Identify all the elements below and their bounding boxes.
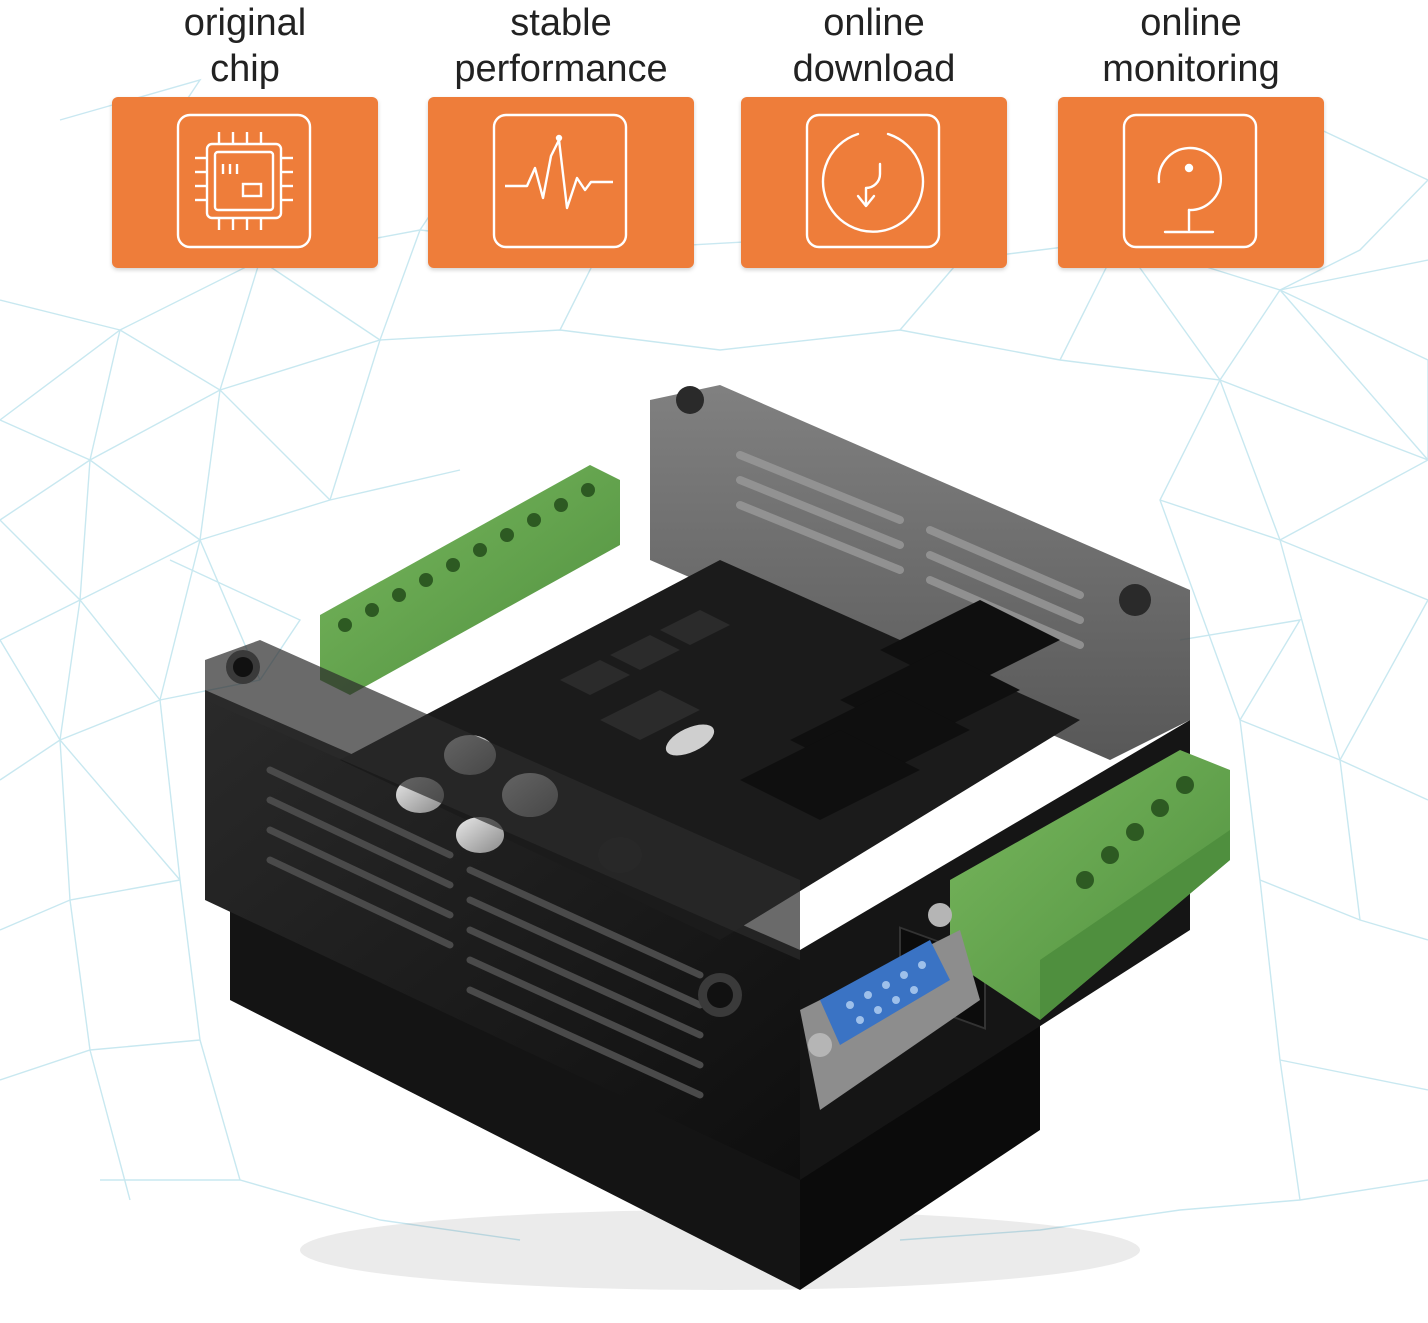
feature-online-monitoring: online monitoring bbox=[1058, 0, 1324, 268]
feature-label: online monitoring bbox=[1102, 2, 1280, 90]
feature-online-download: online download bbox=[741, 0, 1007, 268]
feature-tile bbox=[428, 97, 694, 268]
feature-label: online download bbox=[792, 2, 956, 90]
feature-original-chip: original chip bbox=[112, 0, 378, 268]
feature-tile bbox=[741, 97, 1007, 268]
translucent-cover bbox=[650, 385, 1190, 760]
pulse-wave-icon bbox=[492, 113, 628, 249]
feature-tile bbox=[112, 97, 378, 268]
front-cover-rim bbox=[205, 640, 800, 1017]
feature-stable-performance: stable performance bbox=[428, 0, 694, 268]
monitor-stand-icon bbox=[1122, 113, 1258, 249]
feature-label: stable performance bbox=[454, 2, 668, 90]
serial-port bbox=[800, 903, 980, 1110]
feature-tile bbox=[1058, 97, 1324, 268]
output-terminal-block bbox=[950, 750, 1230, 1020]
input-terminal-block bbox=[320, 465, 620, 695]
feature-label: original chip bbox=[183, 2, 307, 90]
chip-icon bbox=[176, 113, 312, 249]
download-arrow-icon bbox=[805, 113, 941, 249]
